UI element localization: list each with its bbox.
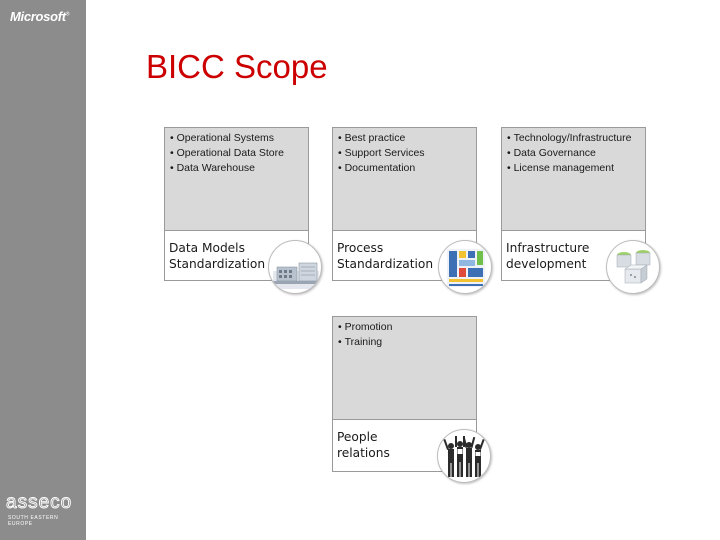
card-label: Process Standardization xyxy=(337,240,433,272)
card-label-line: Infrastructure xyxy=(506,241,590,255)
card-label-line: relations xyxy=(337,446,390,460)
card-label: Data Models Standardization xyxy=(169,240,265,272)
card-bullet-area: Promotion Training xyxy=(333,317,476,420)
card-bullet: Best practice xyxy=(338,131,471,146)
card-bullet: Documentation xyxy=(338,161,471,176)
card-label-line: development xyxy=(506,257,587,271)
card-bullet: Training xyxy=(338,335,471,350)
asseco-logo-text: asseco xyxy=(6,494,72,512)
process-diagram-icon xyxy=(438,240,492,294)
card-bullet-area: Operational Systems Operational Data Sto… xyxy=(165,128,308,231)
scope-card-process: Best practice Support Services Documenta… xyxy=(332,127,477,281)
page-title: BICC Scope xyxy=(146,48,328,85)
card-bullet-area: Best practice Support Services Documenta… xyxy=(333,128,476,231)
scope-card-data-models: Operational Systems Operational Data Sto… xyxy=(164,127,309,281)
card-label: Infrastructure development xyxy=(506,240,589,272)
card-bullet: Data Warehouse xyxy=(170,161,303,176)
card-label-line: Process xyxy=(337,241,384,255)
card-bullet: Support Services xyxy=(338,146,471,161)
scope-card-infrastructure: Technology/Infrastructure Data Governanc… xyxy=(501,127,646,281)
microsoft-logo-text: Microsoft xyxy=(10,9,66,24)
data-center-icon xyxy=(268,240,322,294)
asseco-logo: asseco xyxy=(6,494,72,512)
card-bullet: Operational Data Store xyxy=(170,146,303,161)
card-bullet: Data Governance xyxy=(507,146,640,161)
card-bullet: License management xyxy=(507,161,640,176)
scope-card-people: Promotion Training People relations xyxy=(332,316,477,472)
card-label-line: Data Models xyxy=(169,241,245,255)
asseco-subtitle: SOUTH EASTERN EUROPE xyxy=(8,515,59,527)
people-cheering-icon xyxy=(437,429,491,483)
card-bullet: Promotion xyxy=(338,320,471,335)
card-bullet: Operational Systems xyxy=(170,131,303,146)
microsoft-logo: Microsoft® xyxy=(10,9,70,24)
sidebar: Microsoft® asseco SOUTH EASTERN EUROPE xyxy=(0,0,86,540)
card-bullet-area: Technology/Infrastructure Data Governanc… xyxy=(502,128,645,231)
card-bullet: Technology/Infrastructure xyxy=(507,131,640,146)
card-label: People relations xyxy=(337,429,390,461)
server-cubes-icon xyxy=(606,240,660,294)
card-label-line: People xyxy=(337,430,378,444)
card-label-line: Standardization xyxy=(169,257,266,271)
card-label-line: Standardization xyxy=(337,257,434,271)
